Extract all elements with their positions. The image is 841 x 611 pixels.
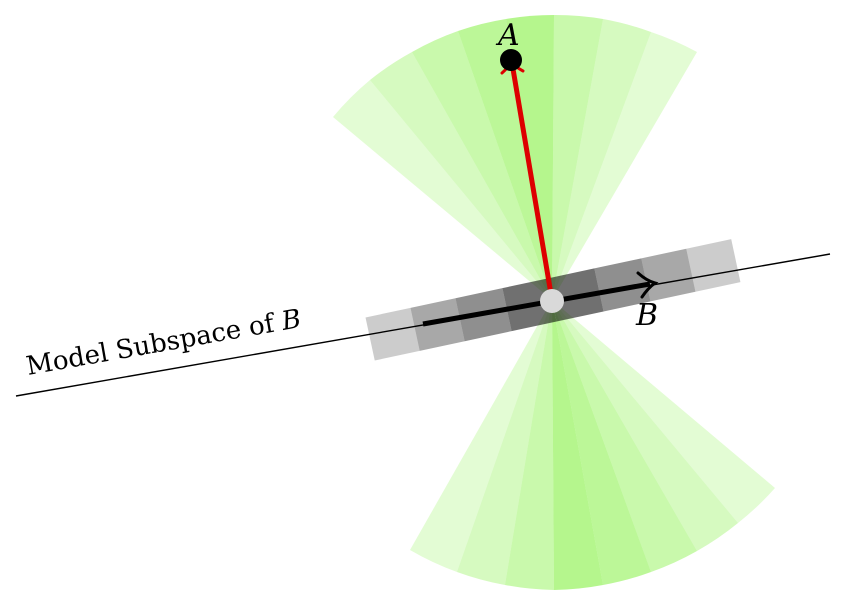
point-a-label: A (495, 18, 520, 53)
vector-b-shaft (422, 281, 651, 327)
subspace-line (15, 253, 831, 397)
point-a (500, 49, 522, 71)
upper-cone-wedge (552, 19, 651, 300)
lower-cone-wedge (552, 300, 697, 572)
lower-cone (410, 300, 775, 590)
lower-cone-wedge (505, 300, 554, 590)
vector-b (422, 271, 659, 327)
subspace-band (365, 239, 741, 361)
vector-a-shaft (509, 62, 555, 301)
band-segment (686, 239, 741, 292)
lower-cone-wedge (552, 300, 603, 590)
lower-cone-wedge (552, 300, 651, 585)
band-segment (641, 248, 696, 302)
subspace-label-words: Model Subspace of (24, 307, 285, 382)
vector-b-label: B (635, 298, 658, 333)
band-segment (410, 298, 465, 351)
upper-cone-wedge (552, 32, 697, 300)
origin-dot (540, 289, 564, 313)
band-segment (365, 307, 420, 361)
upper-cone-wedge (370, 52, 552, 300)
lower-cone-wedge (552, 300, 738, 551)
upper-cone-wedge (458, 19, 552, 300)
lower-cone-wedge (410, 300, 552, 572)
vector-b-arrowhead (636, 271, 659, 299)
upper-cone-wedge (333, 80, 552, 300)
upper-cone-wedge (412, 31, 552, 300)
upper-cone-wedge (552, 14, 603, 300)
lower-cone-wedge (552, 300, 775, 523)
band-segment (594, 258, 651, 312)
lower-cone-wedge (457, 300, 552, 585)
